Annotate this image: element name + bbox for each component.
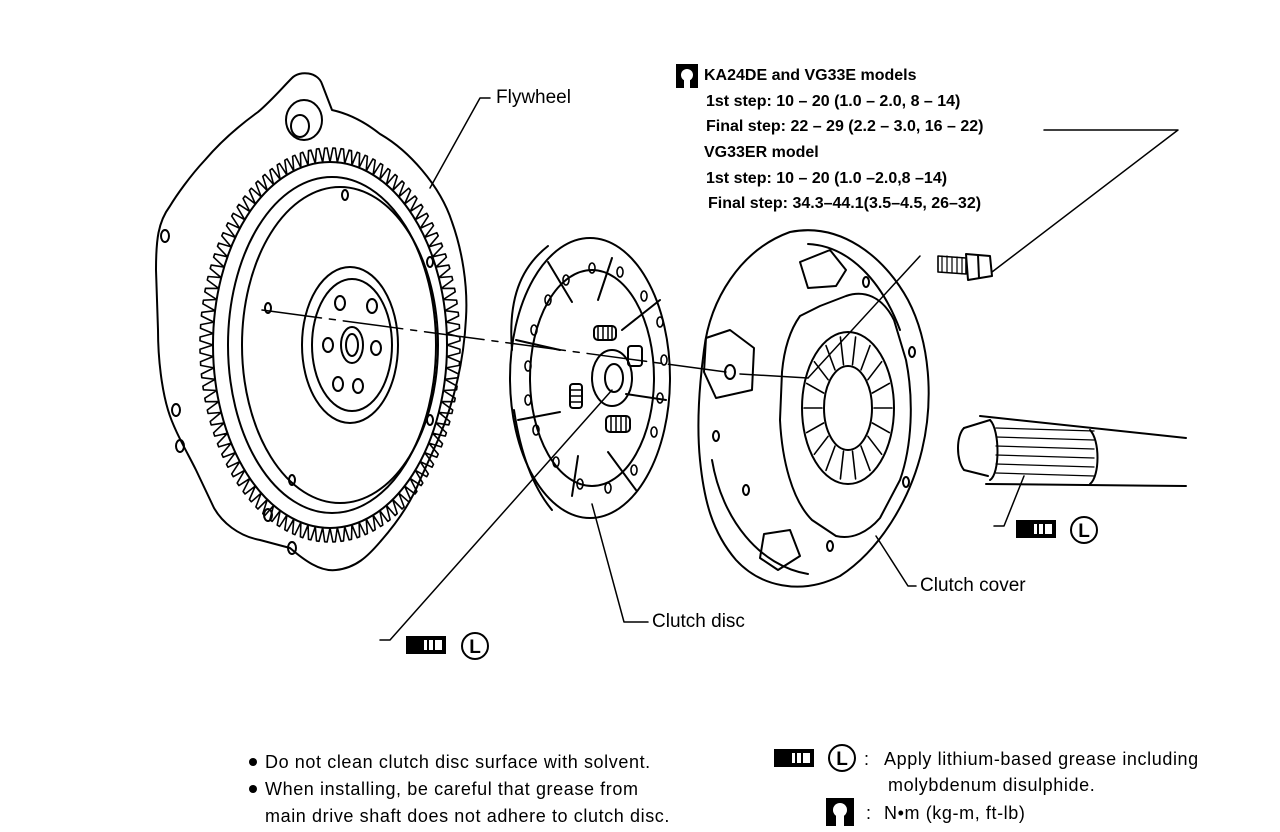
flywheel-leader [429, 97, 491, 189]
disc-rivet-hole [544, 294, 552, 306]
diaphragm-finger [825, 344, 836, 371]
shaft-spline [995, 427, 1095, 432]
flywheel-hub [301, 266, 399, 424]
housing-hole [171, 403, 181, 417]
bolt-leader [807, 255, 921, 379]
housing-boss [285, 99, 323, 141]
legend-grease-line1: Apply lithium-based grease including [884, 749, 1199, 769]
lubricant-letter: L [836, 749, 848, 770]
housing-hole [175, 439, 185, 453]
grease-gun-icon [1016, 520, 1056, 538]
diaphragm-finger [851, 450, 857, 480]
lubricant-l-icon: L [828, 744, 856, 772]
diaphragm-finger [871, 422, 891, 434]
bullet-dot-icon [249, 758, 257, 766]
clutch-disc-label: Clutch disc [652, 611, 745, 632]
clutch-disc-face [509, 237, 671, 519]
grease-gun-icon [774, 749, 814, 767]
lubricant-l-icon: L [1070, 516, 1098, 544]
clutch-disc-leader [591, 503, 649, 623]
lubricant-letter: L [469, 637, 481, 658]
clutch-disc-assembly [509, 237, 671, 519]
clutch-cover-outline [697, 229, 930, 588]
shaft-spline [995, 436, 1095, 441]
diaphragm-finger [860, 344, 871, 371]
disc-rivet-hole [524, 394, 532, 406]
shaft-spline [995, 463, 1095, 468]
torque-group2-final: Final step: 34.3–44.1(3.5–4.5, 26–32) [708, 195, 982, 212]
disc-rivet-hole [656, 316, 664, 328]
disc-rivet-hole [530, 324, 538, 336]
torque-group2-step1: 1st step: 10 – 20 (1.0 –2.0,8 –14) [706, 170, 948, 187]
diaphragm-finger [813, 435, 829, 456]
main-drive-shaft [957, 415, 1187, 487]
shaft-spline [995, 445, 1095, 450]
clutch-cover-bolt [937, 253, 993, 281]
disc-rivet-hole [660, 354, 668, 366]
clutch-disc-rivets [524, 262, 668, 494]
diaphragm-finger [813, 360, 829, 381]
diaphragm-finger [839, 450, 845, 480]
housing-hole [160, 229, 170, 243]
lubricant-l-icon: L [461, 632, 489, 660]
legend-grease-line2: molybdenum disulphide. [888, 775, 1096, 795]
note-line-3: main drive shaft does not adhere to clut… [265, 806, 671, 826]
legend-separator: : [866, 803, 872, 823]
disc-rivet-hole [524, 360, 532, 372]
diaphragm-finger [860, 445, 871, 472]
diaphragm-spring [801, 331, 895, 485]
flywheel-label: Flywheel [496, 87, 571, 108]
disc-rivet-hole [616, 266, 624, 278]
shaft-spline [995, 454, 1095, 459]
disc-rivet-hole [604, 482, 612, 494]
disc-rivet-hole [588, 262, 596, 274]
diaphragm-finger [825, 445, 836, 472]
shaft-grease-leader [993, 475, 1025, 527]
clutch-cover-leader [875, 535, 917, 587]
diaphragm-finger [851, 336, 857, 366]
diaphragm-finger [867, 435, 883, 456]
flywheel-ring-gear [199, 147, 461, 543]
disc-rivet-hole [532, 424, 540, 436]
torque-group1-step1: 1st step: 10 – 20 (1.0 – 2.0, 8 – 14) [706, 93, 961, 110]
bullet-dot-icon [249, 785, 257, 793]
torque-wrench-icon [676, 64, 698, 88]
diaphragm-finger [867, 360, 883, 381]
disc-rivet-hole [656, 392, 664, 404]
diaphragm-finger [871, 382, 891, 394]
grease-gun-icon [406, 636, 446, 654]
alignment-centerline [261, 309, 727, 373]
torque-leader [991, 129, 1179, 273]
flywheel-housing-plate [155, 72, 468, 572]
legend-separator: : [864, 749, 870, 769]
shaft-spline [995, 472, 1095, 477]
clutch-cover-assembly [697, 229, 930, 588]
legend-torque-units: N•m (kg-m, ft-lb) [884, 803, 1026, 823]
diaphragm-finger [805, 422, 825, 434]
diaphragm-fingers [803, 336, 893, 480]
disc-rivet-hole [640, 290, 648, 302]
note-line-2: When installing, be careful that grease … [265, 779, 639, 799]
note-line-1: Do not clean clutch disc surface with so… [265, 752, 651, 772]
torque-group1-title: KA24DE and VG33E models [704, 67, 917, 84]
clutch-cover-label: Clutch cover [920, 575, 1026, 596]
disc-grease-leader [379, 389, 613, 641]
flywheel-assembly [155, 72, 468, 572]
housing-hole [287, 541, 297, 555]
disc-rivet-hole [552, 456, 560, 468]
lubricant-letter: L [1078, 521, 1090, 542]
torque-group2-title: VG33ER model [704, 144, 819, 161]
diaphragm-finger [805, 382, 825, 394]
torque-group1-final: Final step: 22 – 29 (2.2 – 3.0, 16 – 22) [706, 118, 984, 135]
disc-rivet-hole [576, 478, 584, 490]
torque-wrench-icon [826, 798, 854, 826]
disc-rivet-hole [650, 426, 658, 438]
disc-rivet-hole [630, 464, 638, 476]
ring-gear-teeth [199, 147, 461, 543]
disc-rivet-hole [562, 274, 570, 286]
